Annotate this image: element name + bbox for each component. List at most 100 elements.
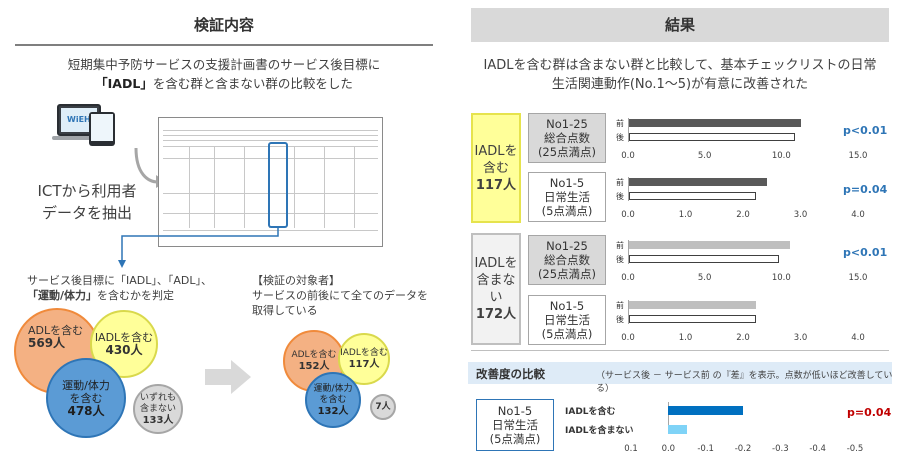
venn-adl-count: 569人 <box>28 336 66 350</box>
measure-box-total-2: No1-25 総合点数 (25点満点) <box>528 235 606 285</box>
improvement-zero-axis <box>668 402 670 434</box>
venn-iadl-circle: IADLを含む 430人 <box>90 310 158 378</box>
chart4-axis <box>628 300 629 324</box>
venn-undo-circle: 運動/体力 を含む 478人 <box>46 358 126 438</box>
chart1-row-label: 前 <box>616 119 624 128</box>
chart4-row-label: 前 <box>616 301 624 310</box>
measure-box-daily-2: No1-5 日常生活 (5点満点) <box>528 295 606 345</box>
left-desc-line1: 短期集中予防サービスの支援計画書のサービス後目標に <box>67 57 381 72</box>
chart3-bar-post <box>629 255 780 263</box>
section-divider <box>471 350 889 351</box>
chart3-tick: 0.0 <box>621 273 635 283</box>
chart1-tick: 0.0 <box>621 151 635 161</box>
target-undo-circle: 運動/体力 を含む 132人 <box>305 372 361 428</box>
chart3-tick: 15.0 <box>848 273 868 283</box>
measure-total-line2: 総合点数 <box>544 131 590 145</box>
target-none-count: 7人 <box>375 401 391 412</box>
chart2-row-label: 後 <box>616 192 624 201</box>
left-desc-line2-rest: を含む群と含まない群の比較をした <box>152 76 353 91</box>
target-none-circle: 7人 <box>370 394 396 420</box>
ict-extract-text: ICTから利用者 データを抽出 <box>22 180 152 224</box>
measure-box-total-1: No1-25 総合点数 (25点満点) <box>528 113 606 163</box>
measure-daily-line3: (5点満点) <box>541 327 593 341</box>
judge-line2-rest: を含むかを判定 <box>97 289 175 302</box>
blue-connector-arrow <box>118 228 279 268</box>
chart3-axis <box>628 240 629 264</box>
judge-line1: サービス後目標に「IADL」、「ADL」、 <box>27 274 212 287</box>
improvement-tick: 0.1 <box>624 444 638 454</box>
chart2-p-value: p=0.04 <box>843 183 888 196</box>
improvement-bar-no-iadl <box>668 425 687 434</box>
venn-undo-label2: を含む <box>69 391 103 405</box>
venn-undo-count: 478人 <box>67 403 105 418</box>
improvement-label-no-iadl: IADLを含まない <box>565 426 634 436</box>
chart1-p-value: p<0.01 <box>843 124 888 137</box>
chart2-bar-pre <box>629 178 767 186</box>
judge-line2: 「運動/体力」を含むかを判定 <box>27 288 237 303</box>
target-adl-label: ADLを含む <box>291 350 337 360</box>
imp-box-line3: (5点満点) <box>489 432 541 446</box>
chart4-tick: 4.0 <box>851 333 865 343</box>
chart4-tick: 2.0 <box>736 333 750 343</box>
improvement-tick: -0.3 <box>772 444 789 454</box>
chart3-tick: 10.0 <box>771 273 791 283</box>
chart2-tick: 0.0 <box>621 210 635 220</box>
venn-none-label2: 含まない <box>139 403 176 414</box>
chart3-row-label: 後 <box>616 255 624 264</box>
measure-daily-line1: No1-5 <box>549 299 585 313</box>
improvement-bar-iadl <box>668 406 743 415</box>
improvement-p-value: p=0.04 <box>847 406 892 419</box>
measure-total-line1: No1-25 <box>546 239 588 253</box>
measure-box-daily-1: No1-5 日常生活 (5点満点) <box>528 172 606 222</box>
group1-line2: 含む <box>482 160 509 176</box>
group2-count: 172人 <box>475 307 517 322</box>
target-iadl-label: IADLを含む <box>340 348 388 358</box>
venn-adl-label: ADLを含む <box>28 324 84 337</box>
monitor-stand <box>52 136 106 140</box>
tablet-icon <box>89 112 115 146</box>
chart4-bar-post <box>629 315 756 323</box>
goal-column-highlight <box>268 142 288 228</box>
improvement-label-iadl: IADLを含む <box>565 407 616 417</box>
venn-none-count: 133人 <box>142 414 174 426</box>
right-panel-title: 結果 <box>471 8 889 42</box>
group1-count: 117人 <box>475 177 517 193</box>
group1-line1: IADLを <box>474 143 518 159</box>
chart2-tick: 3.0 <box>793 210 808 220</box>
improvement-tick: -0.5 <box>846 444 864 454</box>
chart1-bar-pre <box>629 119 801 127</box>
chart3-tick: 5.0 <box>697 273 712 283</box>
measure-daily-line3: (5点満点) <box>541 204 593 218</box>
left-title-divider <box>15 44 433 46</box>
chart2-bar-post <box>629 192 756 200</box>
right-desc-line2: 生活関連動作(No.1～5)が有意に改善された <box>551 77 809 92</box>
venn-none-circle: いずれも 含まない 133人 <box>133 384 183 434</box>
venn-none-label1: いずれも <box>139 392 176 403</box>
group2-line2: 含まない <box>476 273 516 305</box>
measure-total-line1: No1-25 <box>546 117 588 131</box>
improvement-tick: -0.4 <box>809 444 826 454</box>
chart2-axis <box>628 177 629 201</box>
imp-box-line1: No1-5 <box>497 404 533 418</box>
ict-line1: ICTから利用者 <box>37 182 137 200</box>
target-line1: 【検証の対象者】 <box>252 274 340 287</box>
chart2-tick: 4.0 <box>851 210 865 220</box>
measure-daily-line2: 日常生活 <box>544 190 590 204</box>
venn-iadl-count: 430人 <box>105 343 143 357</box>
chart3-row-label: 前 <box>616 241 624 250</box>
target-adl-count: 152人 <box>298 361 330 372</box>
chart1-bar-post <box>629 133 795 141</box>
measure-daily-line1: No1-5 <box>549 176 585 190</box>
target-description: 【検証の対象者】 サービスの前後にて全てのデータを 取得している <box>252 273 432 318</box>
ict-line2: データを抽出 <box>41 204 132 222</box>
measure-total-line3: (25点満点) <box>537 145 597 159</box>
chart4-bar-pre <box>629 301 756 309</box>
chart4-tick: 3.0 <box>793 333 808 343</box>
improvement-note: （サービス後 － サービス前 の『差』を表示。点数が低いほど改善している） <box>596 371 893 394</box>
measure-total-line2: 総合点数 <box>544 253 590 267</box>
target-undo-label2: を含む <box>319 394 347 405</box>
improvement-tick: 0.0 <box>661 444 676 454</box>
improvement-title: 改善度の比較 <box>476 367 545 381</box>
judge-undo-bold: 「運動/体力」 <box>27 289 98 302</box>
chart4-tick: 0.0 <box>621 333 635 343</box>
